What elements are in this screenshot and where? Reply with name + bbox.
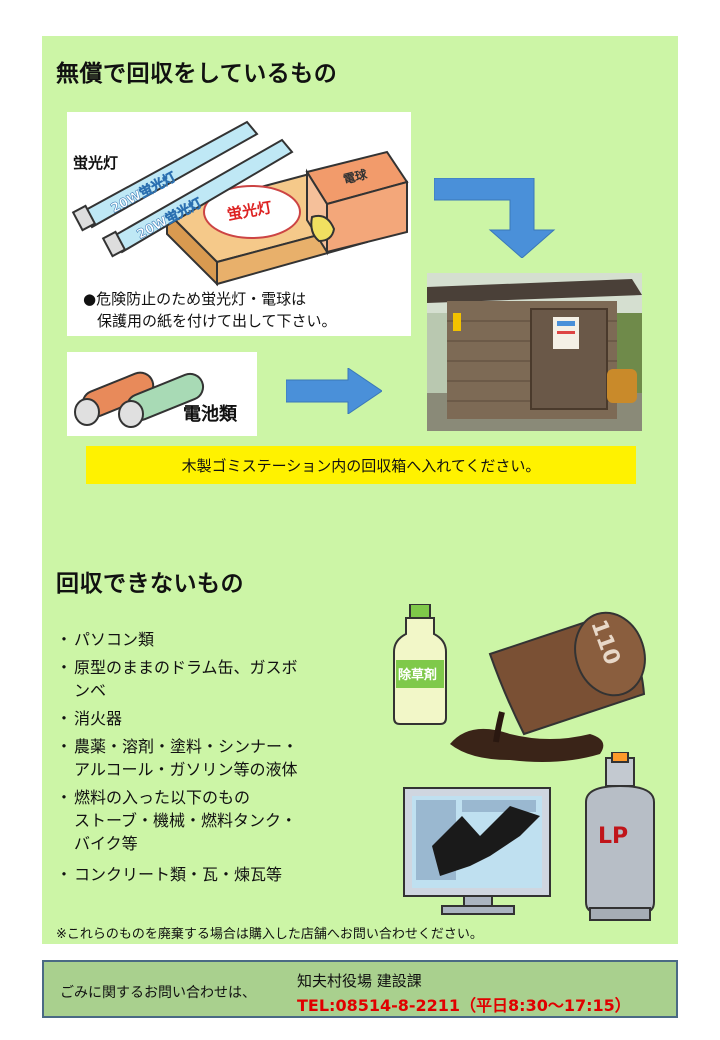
fluorescent-note-line2: 保護用の紙を付けて出して下さい。 — [97, 312, 337, 330]
disposal-note: ※これらのものを廃棄する場合は購入した店舗へお問い合わせください。 — [56, 927, 483, 942]
list-item-text: パソコン類 — [74, 630, 155, 649]
battery-icon — [74, 371, 205, 428]
broken-computer-icon — [403, 787, 551, 915]
list-item-text: 消火器 — [74, 709, 123, 728]
garbage-station-photo — [427, 273, 642, 431]
free-collection-heading: 無償で回収をしているもの — [56, 61, 338, 87]
list-item: 燃料の入った以下のもの ストーブ・機械・燃料タンク・ バイク等 — [56, 786, 358, 855]
list-item-text-cont: ンベ — [74, 681, 107, 700]
not-collected-list: パソコン類 原型のままのドラム缶、ガスボ ンベ 消火器 農薬・溶剤・塗料・シンナ… — [56, 628, 358, 891]
list-item-text: 原型のままのドラム缶、ガスボ — [74, 658, 298, 677]
herbicide-label: 除草剤 — [398, 668, 438, 683]
oil-drum-icon — [450, 611, 646, 762]
list-item: コンクリート類・瓦・煉瓦等 — [56, 863, 358, 886]
not-collected-heading: 回収できないもの — [56, 571, 244, 597]
list-item: 消火器 — [56, 707, 358, 730]
herbicide-bottle-icon — [393, 604, 447, 725]
contact-phone: TEL:08514-8-2211（平日8:30〜17:15） — [297, 996, 631, 1015]
contact-lead: ごみに関するお問い合わせは、 — [60, 985, 256, 1001]
arrow-down-right-icon — [434, 178, 556, 258]
contact-box: ごみに関するお問い合わせは、 知夫村役場 建設課 TEL:08514-8-221… — [42, 960, 678, 1018]
arrow-right-icon — [286, 368, 382, 414]
lp-gas-cylinder-icon — [585, 752, 655, 921]
battery-label: 電池類 — [183, 404, 237, 425]
collection-instruction-banner: 木製ゴミステーション内の回収箱へ入れてください。 — [86, 446, 636, 484]
list-item-text-cont: ストーブ・機械・燃料タンク・ — [74, 811, 297, 830]
contact-office: 知夫村役場 建設課 — [297, 972, 422, 990]
list-item-text: コンクリート類・瓦・煉瓦等 — [74, 865, 283, 884]
list-item-text-cont: アルコール・ガソリン等の液体 — [74, 760, 298, 779]
fluorescent-label: 蛍光灯 — [73, 154, 119, 172]
list-item-text: 燃料の入った以下のもの — [74, 788, 251, 807]
fluorescent-note-line1: ●危険防止のため蛍光灯・電球は — [83, 290, 307, 308]
list-item-text: 農薬・溶剤・塗料・シンナー・ — [74, 737, 299, 756]
list-item: 原型のままのドラム缶、ガスボ ンベ — [56, 656, 358, 702]
fluorescent-illustration: 蛍光灯 20W蛍光灯 20W蛍光灯 蛍光灯 電球 ●危険防止のため蛍光灯・電球は… — [67, 112, 411, 336]
list-item: パソコン類 — [56, 628, 358, 651]
list-item: 農薬・溶剤・塗料・シンナー・ アルコール・ガソリン等の液体 — [56, 735, 358, 781]
list-item-text-cont2: バイク等 — [74, 834, 138, 853]
wooden-station-image — [427, 273, 642, 431]
gas-cylinder-label: LP — [598, 824, 629, 849]
battery-illustration: 電池類 — [67, 352, 257, 436]
fluorescent-drawing — [71, 120, 409, 287]
